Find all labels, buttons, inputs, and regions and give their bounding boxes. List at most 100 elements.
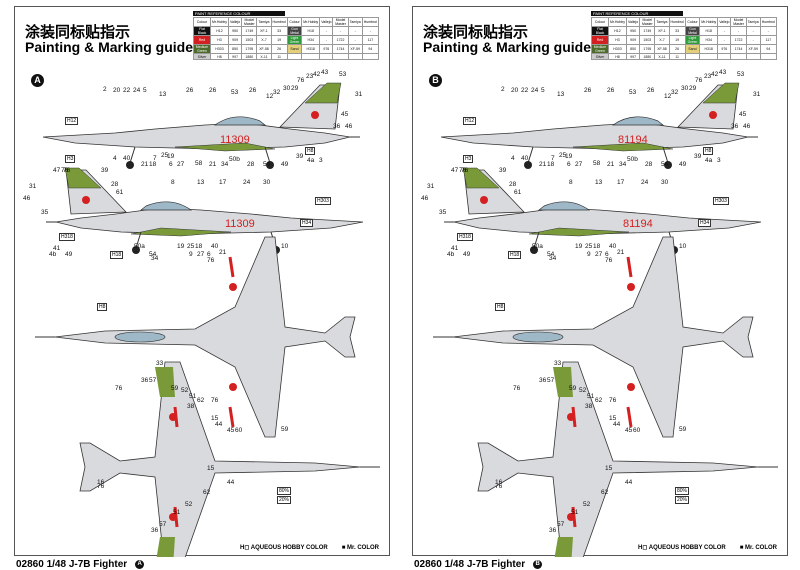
callout-number: 53 [629, 89, 637, 96]
table-cell [319, 53, 334, 60]
callout-number: 6 [605, 251, 609, 258]
callout-number: 34 [619, 161, 627, 168]
callout-number: 50a [532, 243, 543, 250]
paint-code-label: H18 [110, 251, 124, 259]
callout-number: 16 [495, 479, 503, 486]
callout-number: 76 [61, 167, 69, 174]
table-cell: 997 [625, 53, 641, 60]
callout-number: 13 [595, 179, 603, 186]
paint-code-label: H8 [495, 303, 506, 311]
callout-number: 23 [704, 73, 712, 80]
callout-number: 7 [153, 155, 157, 162]
callout-number: 27 [177, 161, 185, 168]
table-cell [361, 53, 380, 60]
legend-mr-color: ■ Mr. COLOR [341, 545, 379, 551]
callout-number: 19 [177, 243, 185, 250]
callout-number: 20 [113, 87, 121, 94]
callout-number: 24 [641, 179, 649, 186]
callout-number: 20 [511, 87, 519, 94]
callout-number: 19 [575, 243, 583, 250]
callout-number: 2 [501, 86, 505, 93]
callout-number: 50b [627, 156, 638, 163]
scheme-badge: B [429, 74, 442, 87]
callout-number: 45 [227, 427, 235, 434]
callout-number: 57 [159, 521, 167, 528]
callout-number: 54 [149, 251, 157, 258]
callout-number: 49 [679, 161, 687, 168]
callout-number: 45 [625, 427, 633, 434]
callout-number: 15 [605, 465, 613, 472]
scheme-badge: A [31, 74, 44, 87]
paint-code-label: H303 [713, 197, 729, 205]
callout-number: 51 [173, 509, 181, 516]
callout-number: 13 [159, 91, 167, 98]
callout-number: 40 [521, 155, 529, 162]
callout-number: 40 [123, 155, 131, 162]
callout-number: 2 [103, 86, 107, 93]
callout-number: 57 [547, 377, 555, 384]
aircraft-top-view [35, 236, 356, 438]
table-cell: 1880 [241, 53, 258, 60]
paint-legend: H◻ AQUEOUS HOBBY COLOR■ Mr. COLOR [226, 544, 379, 551]
callout-number: 45 [341, 111, 349, 118]
callout-number: 76 [605, 257, 613, 264]
callout-number: 46 [743, 123, 751, 130]
callout-number: 44 [215, 421, 223, 428]
callout-number: 30 [681, 85, 689, 92]
callout-number: 52 [185, 501, 193, 508]
callout-number: 21 [617, 249, 625, 256]
callout-number: 51 [189, 393, 197, 400]
callout-number: 38 [187, 403, 195, 410]
callout-number: 9 [587, 251, 591, 258]
callout-number: 44 [227, 479, 235, 486]
table-cell: 997 [227, 53, 243, 60]
callout-number: 59 [281, 426, 289, 433]
callout-number: 28 [111, 181, 119, 188]
callout-number: 4b [447, 251, 455, 258]
callout-number: 23 [306, 73, 314, 80]
callout-number: 27 [197, 251, 205, 258]
callout-number: 22 [123, 87, 131, 94]
callout-number: 57 [149, 377, 157, 384]
aircraft-drawings: 81194 81194 [433, 82, 778, 557]
callout-number: 76 [695, 77, 703, 84]
aircraft-bottom-view [79, 361, 380, 557]
callout-number: 34 [221, 161, 229, 168]
callout-number: 32 [671, 89, 679, 96]
paint-legend: H◻ AQUEOUS HOBBY COLOR■ Mr. COLOR [624, 544, 777, 551]
aircraft-side-view [42, 82, 360, 169]
paint-code-label: H34 [698, 219, 712, 227]
callout-number: 26 [209, 87, 217, 94]
callout-number: 26 [186, 87, 194, 94]
callout-number: 45 [739, 111, 747, 118]
callout-number: 76 [495, 483, 503, 490]
callout-number: 26 [249, 87, 257, 94]
callout-number: 29 [291, 85, 299, 92]
footer-title: 02860 1/48 J-7B Fighter [16, 559, 128, 570]
callout-number: 76 [211, 397, 219, 404]
table-cell [286, 53, 303, 60]
callout-number: 17 [219, 179, 227, 186]
callout-number: 76 [461, 167, 469, 174]
callout-number: 52 [579, 387, 587, 394]
callout-number: 13 [197, 179, 205, 186]
callout-number: 76 [63, 167, 71, 174]
callout-number: 62 [601, 489, 609, 496]
percent-label: 20% [675, 496, 690, 504]
callout-number: 36 [141, 377, 149, 384]
callout-number: 10 [679, 243, 687, 250]
callout-number: 53 [737, 71, 745, 78]
title-english: Painting & Marking guide [25, 39, 194, 55]
paint-code-label: H303 [315, 197, 331, 205]
callout-number: 32 [273, 89, 281, 96]
callout-number: 7 [551, 155, 555, 162]
callout-number: 10 [281, 243, 289, 250]
callout-number: 47 [451, 167, 459, 174]
callout-number: 39 [101, 167, 109, 174]
